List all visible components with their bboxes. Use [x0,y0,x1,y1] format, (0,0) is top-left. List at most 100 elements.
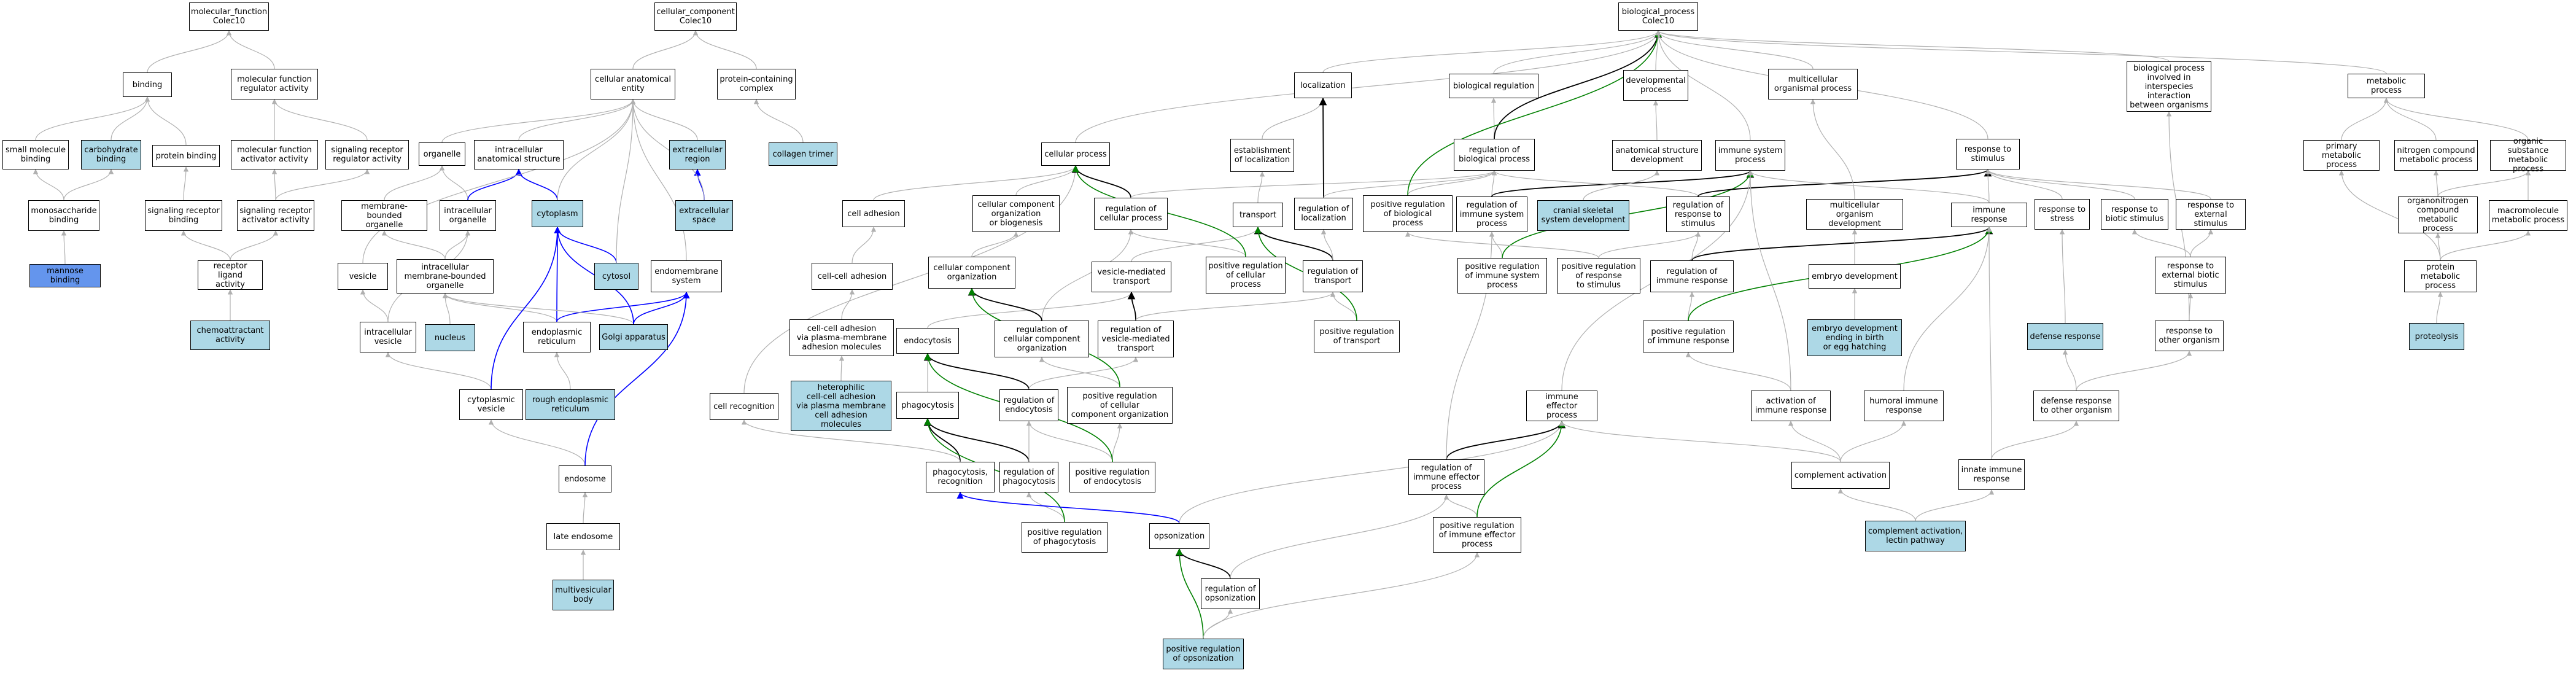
node-pb[interactable]: protein binding [152,145,220,167]
node-mbo[interactable]: membrane-bounded organelle [341,200,427,231]
node-ir[interactable]: immune response [1951,203,2027,227]
node-ncmp[interactable]: nitrogen compound metabolic process [2394,140,2478,171]
node-asd[interactable]: anatomical structure development [1612,140,1702,171]
node-binding[interactable]: binding [123,72,172,97]
node-le[interactable]: late endosome [546,523,620,550]
node-rbs[interactable]: response to biotic stimulus [2101,199,2168,230]
node-rir[interactable]: regulation of immune response [1650,260,1734,292]
node-prrs[interactable]: positive regulation of response to stimu… [1557,258,1640,294]
node-srra[interactable]: signaling receptor regulator activity [325,140,409,169]
node-cp[interactable]: cellular process [1041,142,1110,166]
node-rtstress[interactable]: response to stress [2035,199,2090,230]
node-cca[interactable]: cell-cell adhesion [812,263,893,290]
node-mod[interactable]: multicellular organism development [1806,199,1903,230]
node-vesicle[interactable]: vesicle [338,263,388,290]
node-rcp[interactable]: regulation of cellular process [1094,198,1168,230]
node-priep[interactable]: positive regulation of immune effector p… [1433,517,1521,553]
node-prcco[interactable]: positive regulation of cellular componen… [1067,387,1173,424]
node-golgi[interactable]: Golgi apparatus [599,324,668,350]
node-proteolysis[interactable]: proteolysis [2409,323,2464,350]
node-risp[interactable]: regulation of immune system process [1456,196,1527,232]
node-pro[interactable]: positive regulation of opsonization [1163,639,1244,669]
node-prir[interactable]: positive regulation of immune response [1643,321,1734,352]
node-dp[interactable]: developmental process [1623,70,1688,101]
node-mannose[interactable]: mannose binding [29,264,101,287]
node-dr[interactable]: defense response [2027,323,2103,350]
node-pcc[interactable]: protein-containing complex [717,69,796,99]
node-rbp[interactable]: regulation of biological process [1454,139,1535,171]
node-eol[interactable]: establishment of localization [1230,139,1294,172]
node-transport[interactable]: transport [1233,203,1283,227]
node-pre[interactable]: positive regulation of endocytosis [1069,462,1155,492]
node-compact[interactable]: complement activation [1791,462,1890,489]
node-rla[interactable]: receptor ligand activity [198,260,263,290]
node-pmp[interactable]: primary metabolic process [2303,140,2380,171]
node-er[interactable]: endoplasmic reticulum [523,322,591,352]
node-iv[interactable]: intracellular vesicle [360,322,416,352]
node-cco[interactable]: cellular component organization [928,257,1015,289]
node-ro[interactable]: regulation of opsonization [1201,578,1260,609]
node-cb[interactable]: carbohydrate binding [81,140,141,169]
node-ecs[interactable]: extracellular space [675,200,733,231]
node-cytoplasm[interactable]: cytoplasm [532,200,583,227]
node-rrs[interactable]: regulation of response to stimulus [1666,196,1730,232]
node-compactlp[interactable]: complement activation, lectin pathway [1865,521,1966,551]
node-mop[interactable]: multicellular organismal process [1768,69,1858,99]
node-edeb[interactable]: embryo development ending in birth or eg… [1807,319,1902,356]
node-mmp[interactable]: macromolecule metabolic process [2489,200,2567,231]
node-mp[interactable]: metabolic process [2348,74,2425,98]
node-organelle[interactable]: organelle [419,142,465,166]
node-nucleus[interactable]: nucleus [425,324,475,351]
node-ccob[interactable]: cellular component organization or bioge… [972,195,1060,232]
node-mvb[interactable]: multivesicular body [553,580,614,610]
node-rebs[interactable]: response to external biotic stimulus [2155,257,2226,294]
node-opsonization[interactable]: opsonization [1149,523,1209,549]
node-io[interactable]: intracellular organelle [440,200,496,231]
node-ecr[interactable]: extracellular region [669,140,726,169]
node-prt[interactable]: positive regulation of transport [1314,321,1400,352]
node-br[interactable]: biological regulation [1449,74,1538,98]
node-rvmt[interactable]: regulation of vesicle-mediated transport [1098,321,1174,357]
node-hcca[interactable]: heterophilic cell-cell adhesion via plas… [791,381,891,431]
node-rts[interactable]: response to stimulus [1956,139,2020,169]
node-ocmp[interactable]: organonitrogen compound metabolic proces… [2398,196,2478,233]
node-prbp[interactable]: positive regulation of biological proces… [1363,195,1453,232]
node-isp[interactable]: immune system process [1715,140,1785,171]
node-ed[interactable]: embryo development [1809,264,1901,289]
node-chemo[interactable]: chemoattractant activity [190,321,270,350]
node-mf[interactable]: molecular_function Colec10 [189,2,269,31]
node-phagorec[interactable]: phagocytosis, recognition [926,462,995,492]
node-csd[interactable]: cranial skeletal system development [1537,200,1629,231]
node-cv[interactable]: cytoplasmic vesicle [459,389,523,420]
node-vmt[interactable]: vesicle-mediated transport [1092,262,1171,292]
node-rer[interactable]: rough endoplasmic reticulum [526,389,615,420]
node-bp[interactable]: biological_process Colec10 [1618,2,1698,31]
node-res[interactable]: response to external stimulus [2176,199,2246,230]
node-imbo[interactable]: intracellular membrane-bounded organelle [397,259,494,294]
node-smb[interactable]: small molecule binding [2,140,69,169]
node-ias[interactable]: intracellular anatomical structure [474,140,564,169]
node-prisp[interactable]: positive regulation of immune system pro… [1457,258,1547,294]
node-endocytosis[interactable]: endocytosis [896,328,959,354]
node-endosome[interactable]: endosome [559,465,611,492]
node-riep[interactable]: regulation of immune effector process [1408,459,1484,495]
node-endomem[interactable]: endomembrane system [651,260,722,292]
node-cc[interactable]: cellular_component Colec10 [654,2,737,31]
node-bpint[interactable]: biological process involved in interspec… [2127,61,2211,112]
node-srb[interactable]: signaling receptor binding [145,200,222,231]
node-re[interactable]: regulation of endocytosis [999,389,1058,421]
node-ca[interactable]: cell adhesion [842,200,905,227]
node-rot[interactable]: regulation of transport [1303,260,1363,292]
node-collagen[interactable]: collagen trimer [769,142,837,166]
node-osmp[interactable]: organic substance metabolic process [2490,137,2566,174]
node-prcp[interactable]: positive regulation of cellular process [1206,257,1286,294]
node-mfaa[interactable]: molecular function activator activity [231,140,318,169]
node-air[interactable]: activation of immune response [1751,391,1831,421]
node-cr[interactable]: cell recognition [710,393,778,420]
node-msb[interactable]: monosaccharide binding [28,200,99,231]
node-rol[interactable]: regulation of localization [1294,198,1353,230]
node-mfra[interactable]: molecular function regulator activity [231,69,318,99]
node-rto[interactable]: response to other organism [2155,321,2224,351]
node-cytosol[interactable]: cytosol [594,263,638,290]
node-hir[interactable]: humoral immune response [1864,391,1944,421]
